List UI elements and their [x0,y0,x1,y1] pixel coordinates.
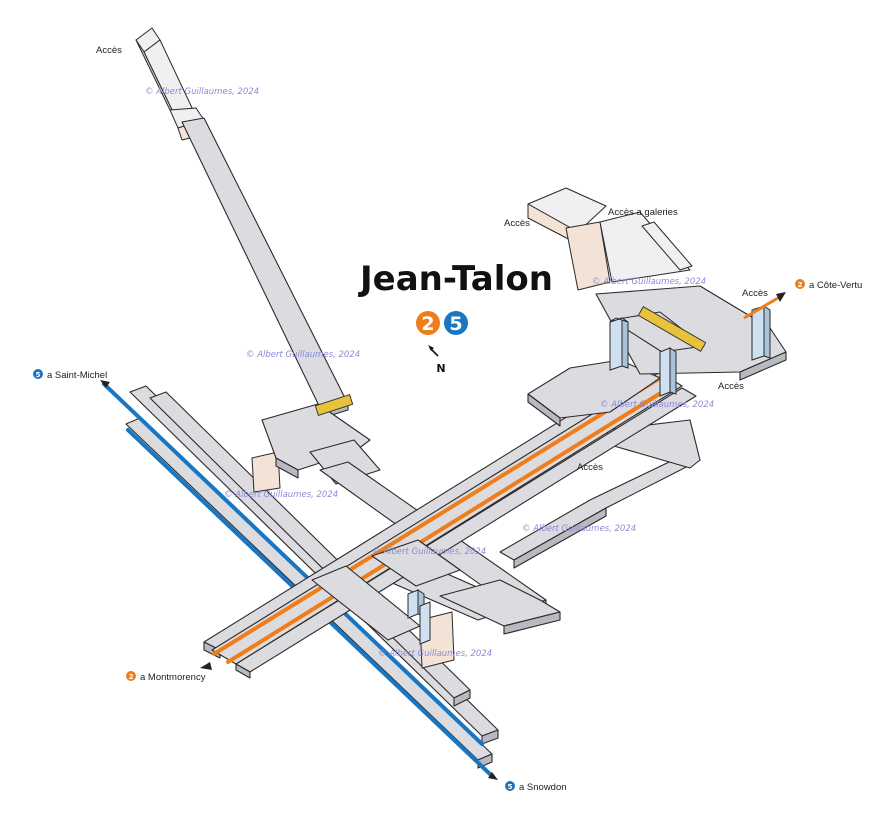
line-badge-5: 5 [444,311,468,335]
escalator-northwest [314,394,354,416]
line-badge-5-circle [444,311,468,335]
elevator-east-3 [751,305,771,361]
destination-cote-vertu-badge [795,279,805,289]
destination-saint-michel-label: a Saint-Michel [47,370,107,381]
line5-track-west [102,382,484,746]
destination-snowdon-label: a Snowdon [519,782,567,793]
elevators [407,305,771,645]
escalator-northeast [637,305,707,353]
destination-montmorency: 2 a Montmorency [126,671,206,683]
destination-snowdon-badge [505,781,515,791]
line-badge-5-number: 5 [449,313,462,335]
watermark-5: © Albert Guillaumes, 2024 [224,490,338,500]
destination-montmorency-line: 2 [129,673,134,681]
destination-cote-vertu: 2 a Côte-Vertu [795,279,862,291]
access-label-nw: Accès [96,45,122,56]
line2-platform-level [203,359,697,679]
access-label-center: Accès [577,462,603,473]
line-badge-2-circle [416,311,440,335]
destination-saint-michel: 5 a Saint-Michel [33,369,107,381]
watermark-2: © Albert Guillaumes, 2024 [592,277,706,287]
north-arrow-icon [428,345,439,357]
compass: N [428,345,446,375]
escalators [314,305,707,416]
watermark-6: © Albert Guillaumes, 2024 [522,524,636,534]
elevator-east-1 [609,317,629,371]
line2-track-north [212,376,662,656]
northeast-access [527,187,787,381]
destination-saint-michel-line: 5 [36,371,41,379]
destination-snowdon: 5 a Snowdon [505,781,567,793]
elevator-south [407,589,431,645]
destination-cote-vertu-line: 2 [798,281,803,289]
watermarks: © Albert Guillaumes, 2024 © Albert Guill… [145,87,714,659]
watermark-4: © Albert Guillaumes, 2024 [600,400,714,410]
access-label-east-top: Accès [742,288,768,299]
destination-saint-michel-badge [33,369,43,379]
access-label-galeries: Accès a galeries [608,207,678,218]
compass-label: N [436,362,445,375]
access-label-north-left: Accès [504,218,530,229]
watermark-8: © Albert Guillaumes, 2024 [378,649,492,659]
elevator-east-2 [659,347,677,397]
line-badge-2-number: 2 [421,313,434,335]
line2-track-south [226,384,674,664]
destination-montmorency-badge [126,671,136,681]
direction-arrows [100,292,786,780]
destination-cote-vertu-label: a Côte-Vertu [809,280,862,291]
access-labels: Accès Accès Accès a galeries Accès Accès… [96,45,768,473]
watermark-1: © Albert Guillaumes, 2024 [145,87,259,97]
destination-snowdon-line: 5 [508,783,513,791]
station-title: Jean-Talon [358,259,553,299]
access-label-east-mid: Accès [718,381,744,392]
line-badge-2: 2 [416,311,440,335]
destination-montmorency-label: a Montmorency [140,672,206,683]
watermark-7: © Albert Guillaumes, 2024 [372,547,486,557]
watermark-3: © Albert Guillaumes, 2024 [246,350,360,360]
